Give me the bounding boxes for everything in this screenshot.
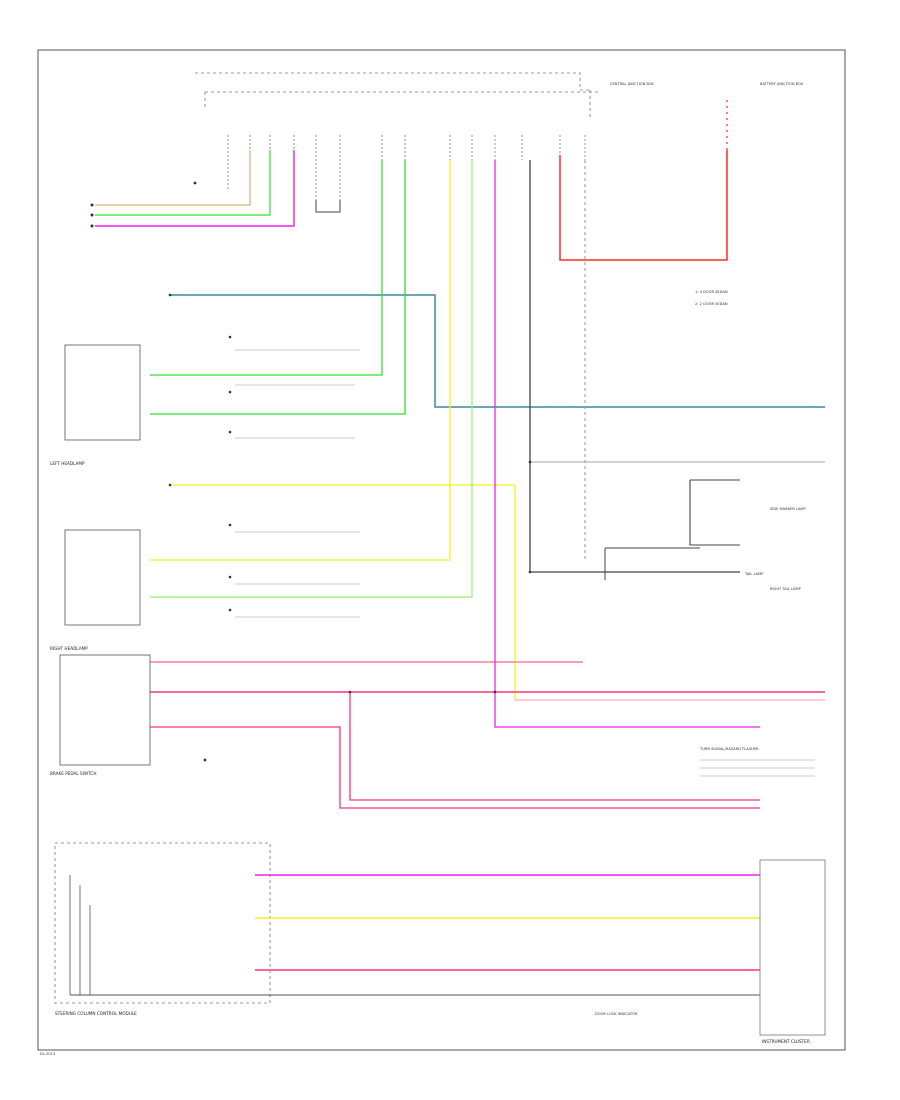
label-steering-module: STEERING COLUMN CONTROL MODULE bbox=[55, 1011, 137, 1016]
wire-tan bbox=[95, 150, 251, 206]
label-left-headlamp: LEFT HEADLAMP bbox=[50, 461, 85, 466]
wire-magenta-top bbox=[95, 150, 295, 227]
wire-green-lh-2 bbox=[150, 160, 406, 415]
legend-item-1: 1: 4 DOOR SEDAN bbox=[695, 290, 728, 294]
label-tail-lamp: TAIL LAMP bbox=[744, 572, 764, 576]
diagram-border bbox=[37, 49, 846, 1051]
junction-box-outline bbox=[195, 72, 590, 91]
connector-marks bbox=[90, 181, 532, 762]
left-headlamp-box bbox=[64, 344, 141, 441]
wire-pink-brake-4 bbox=[150, 726, 760, 809]
top-connector-pins bbox=[227, 135, 586, 205]
wire-blue-green bbox=[170, 294, 825, 408]
label-side-marker: SIDE MARKER LAMP bbox=[770, 507, 806, 511]
label-central-junction: CENTRAL JUNCTION BOX bbox=[610, 82, 654, 86]
right-headlamp-box bbox=[64, 529, 141, 626]
instrument-cluster-outline bbox=[759, 859, 826, 1036]
wire-green-lh-1 bbox=[150, 160, 383, 376]
wire-green-rh bbox=[150, 160, 473, 598]
wire-yellow-rh bbox=[170, 484, 516, 700]
label-door-lock: DOOR LOCK INDICATOR bbox=[595, 1012, 638, 1016]
footer-code: DL-2013 bbox=[40, 1052, 55, 1056]
wire-red-battery bbox=[559, 150, 728, 261]
brake-switch-box bbox=[59, 654, 151, 766]
label-battery-junction: BATTERY JUNCTION BOX bbox=[760, 82, 804, 86]
wire-yellow-rh-2 bbox=[150, 160, 451, 561]
label-turn-flasher: TURN SIGNAL/HAZARD FLASHER bbox=[699, 747, 759, 751]
wire-magenta-esp bbox=[494, 160, 760, 728]
wire-pink-brake-3 bbox=[349, 692, 760, 801]
label-right-tail-lamp: RIGHT TAIL LAMP bbox=[770, 587, 802, 591]
tiny-label-marks bbox=[235, 349, 815, 777]
label-brake-switch: BRAKE PEDAL SWITCH bbox=[50, 771, 96, 776]
legend-item-2: 2: 2 DOOR SEDAN bbox=[695, 302, 728, 306]
label-right-headlamp: RIGHT HEADLAMP bbox=[50, 646, 88, 651]
label-instrument-cluster: INSTRUMENT CLUSTER bbox=[762, 1039, 810, 1044]
wire-black-ground bbox=[529, 160, 740, 573]
wire-green-light bbox=[95, 150, 271, 216]
steering-column-module-outline bbox=[54, 842, 271, 1004]
